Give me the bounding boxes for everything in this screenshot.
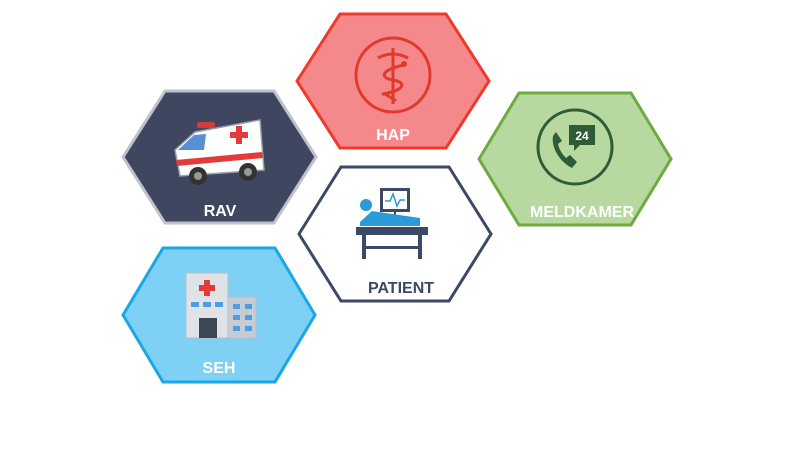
hospital-icon: [185, 272, 257, 339]
patient-bed-monitor-icon: [356, 188, 428, 259]
seh-node: SEH: [121, 246, 317, 384]
rav-node: RAV: [121, 89, 318, 225]
seh-label: SEH: [203, 360, 236, 377]
medical-caduceus-icon: [354, 36, 432, 114]
ambulance-icon: [174, 119, 265, 185]
rav-label: RAV: [204, 203, 237, 220]
phone-24-icon: 24: [536, 108, 614, 186]
hap-node: HAP: [295, 12, 491, 150]
patient-label: PATIENT: [368, 280, 434, 297]
patient-node: PATIENT: [297, 165, 493, 303]
hap-label: HAP: [376, 127, 410, 144]
meldkamer-node: 24 MELDKAMER: [477, 91, 673, 227]
meldkamer-label: MELDKAMER: [530, 204, 634, 221]
phone-24-badge: 24: [575, 129, 589, 143]
meldkamer-hexagon: [477, 91, 673, 227]
